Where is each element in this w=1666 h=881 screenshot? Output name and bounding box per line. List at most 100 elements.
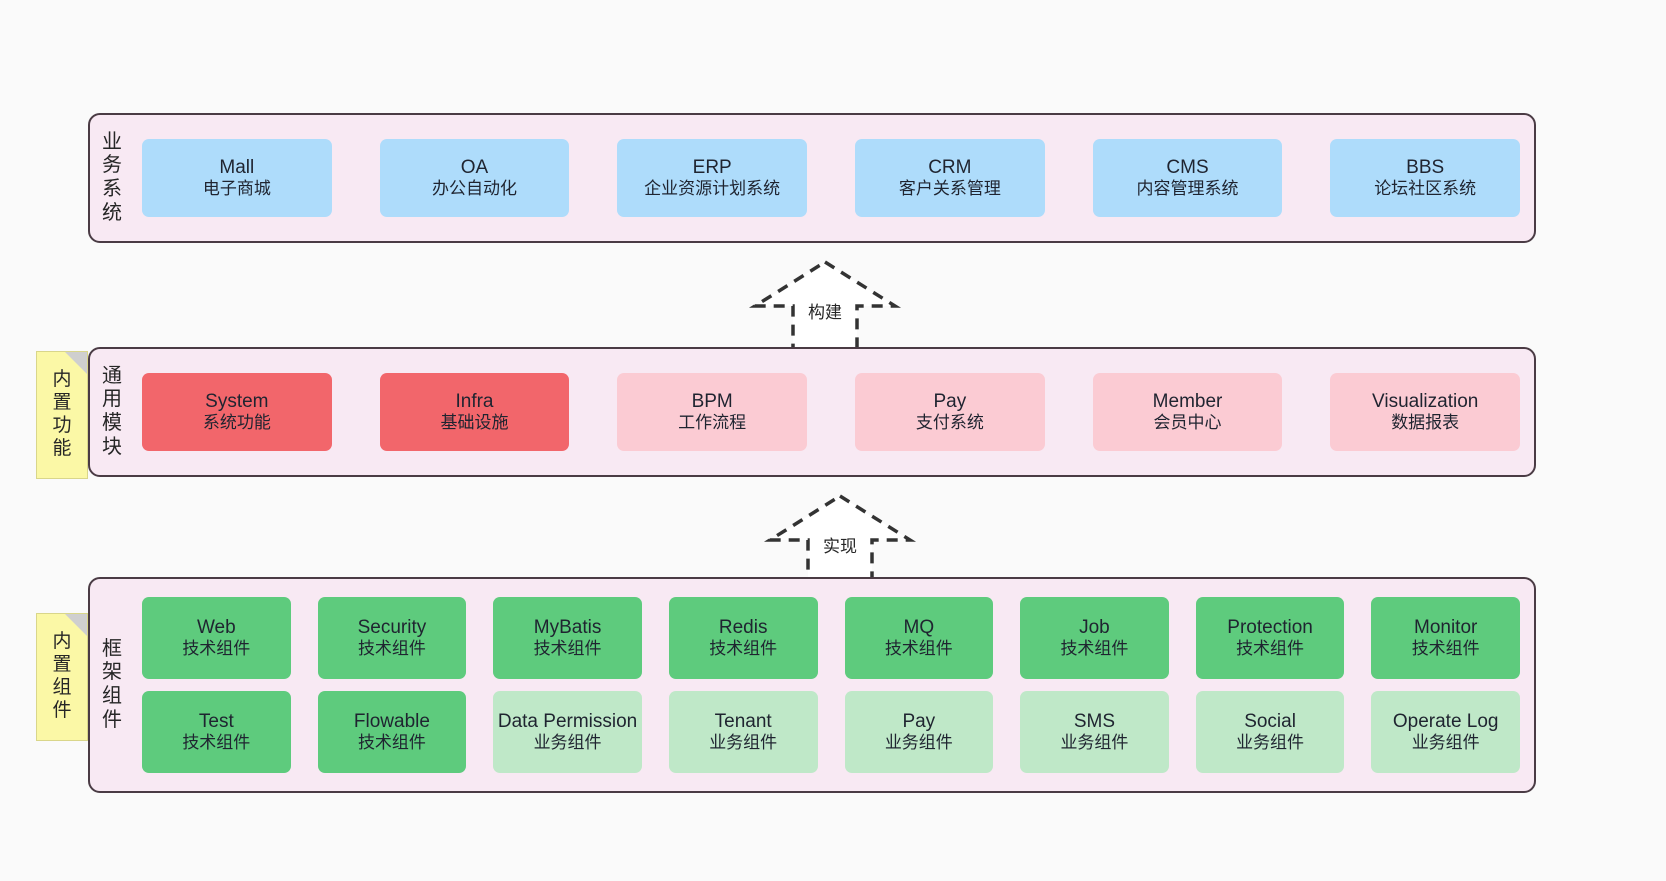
node-bpm[interactable]: BPM 工作流程 bbox=[617, 373, 808, 451]
node-title: Pay bbox=[902, 711, 936, 733]
layer-business-systems: 业 务 系 统 Mall 电子商城 OA 办公自动化 ERP 企业资源计划系统 bbox=[88, 113, 1536, 243]
node-title: BPM bbox=[691, 391, 733, 413]
folded-corner-icon bbox=[65, 352, 87, 374]
node-flowable[interactable]: Flowable 技术组件 bbox=[317, 691, 467, 773]
node-oa[interactable]: OA 办公自动化 bbox=[379, 139, 570, 217]
node-title: Protection bbox=[1227, 617, 1313, 639]
node-test[interactable]: Test 技术组件 bbox=[142, 691, 291, 773]
node-visualization[interactable]: Visualization 数据报表 bbox=[1330, 373, 1521, 451]
node-title: Tenant bbox=[714, 711, 772, 733]
node-subtitle: 系统功能 bbox=[202, 413, 271, 433]
node-security[interactable]: Security 技术组件 bbox=[317, 597, 467, 679]
layer-framework-title: 框 架 组 件 bbox=[90, 579, 134, 791]
note-builtin-features: 内 置 功 能 bbox=[36, 351, 88, 479]
layer-common-body: System 系统功能 Infra 基础设施 BPM 工作流程 Pay 支付系统… bbox=[134, 349, 1534, 475]
node-title: CMS bbox=[1166, 157, 1209, 179]
node-subtitle: 工作流程 bbox=[678, 413, 747, 433]
layer-title-char: 框 bbox=[102, 637, 122, 660]
node-title: Monitor bbox=[1414, 617, 1478, 639]
node-monitor[interactable]: Monitor 技术组件 bbox=[1371, 597, 1520, 679]
node-subtitle: 技术组件 bbox=[357, 733, 426, 753]
note-char: 组 bbox=[52, 677, 72, 698]
node-subtitle: 技术组件 bbox=[357, 639, 426, 659]
node-title: Pay bbox=[933, 391, 967, 413]
layer-framework-body: Web 技术组件 Security 技术组件 MyBatis 技术组件 Redi… bbox=[134, 579, 1534, 791]
node-sms[interactable]: SMS 业务组件 bbox=[1020, 691, 1169, 773]
node-title: Test bbox=[198, 711, 234, 733]
node-title: Visualization bbox=[1372, 391, 1479, 413]
layer-title-char: 通 bbox=[102, 364, 122, 387]
node-subtitle: 技术组件 bbox=[533, 639, 602, 659]
node-pay-module[interactable]: Pay 支付系统 bbox=[855, 373, 1045, 451]
node-cms[interactable]: CMS 内容管理系统 bbox=[1092, 139, 1283, 217]
node-bbs[interactable]: BBS 论坛社区系统 bbox=[1330, 139, 1521, 217]
node-subtitle: 数据报表 bbox=[1391, 413, 1460, 433]
node-tenant[interactable]: Tenant 业务组件 bbox=[668, 691, 818, 773]
layer-title-char: 块 bbox=[102, 435, 122, 458]
node-subtitle: 论坛社区系统 bbox=[1374, 179, 1477, 199]
node-protection[interactable]: Protection 技术组件 bbox=[1195, 597, 1345, 679]
node-subtitle: 技术组件 bbox=[1236, 639, 1305, 659]
node-title: Job bbox=[1079, 617, 1110, 639]
node-row: System 系统功能 Infra 基础设施 BPM 工作流程 Pay 支付系统… bbox=[142, 373, 1521, 451]
node-subtitle: 电子商城 bbox=[202, 179, 271, 199]
node-subtitle: 内容管理系统 bbox=[1136, 179, 1239, 199]
node-subtitle: 业务组件 bbox=[1411, 733, 1480, 753]
node-title: System bbox=[205, 391, 269, 413]
node-mq[interactable]: MQ 技术组件 bbox=[844, 597, 994, 679]
node-title: ERP bbox=[692, 157, 732, 179]
layer-title-char: 务 bbox=[102, 154, 122, 177]
node-title: Infra bbox=[455, 391, 494, 413]
node-data-permission[interactable]: Data Permission 业务组件 bbox=[493, 691, 642, 773]
node-member[interactable]: Member 会员中心 bbox=[1092, 373, 1283, 451]
note-char: 内 bbox=[52, 631, 72, 653]
note-char: 置 bbox=[52, 654, 72, 676]
node-row: Test 技术组件 Flowable 技术组件 Data Permission … bbox=[142, 691, 1520, 773]
layer-title-char: 组 bbox=[102, 685, 122, 707]
node-mybatis[interactable]: MyBatis 技术组件 bbox=[493, 597, 642, 679]
node-subtitle: 技术组件 bbox=[182, 733, 251, 753]
node-row: Web 技术组件 Security 技术组件 MyBatis 技术组件 Redi… bbox=[142, 597, 1520, 679]
node-infra[interactable]: Infra 基础设施 bbox=[379, 373, 570, 451]
layer-title-char: 架 bbox=[102, 661, 122, 684]
node-title: Flowable bbox=[353, 711, 430, 733]
layer-title-char: 系 bbox=[102, 178, 122, 200]
connector-build-label: 构建 bbox=[808, 303, 842, 322]
node-subtitle: 业务组件 bbox=[1060, 733, 1129, 753]
node-social[interactable]: Social 业务组件 bbox=[1195, 691, 1345, 773]
layer-title-char: 模 bbox=[102, 412, 122, 434]
node-title: MQ bbox=[903, 617, 935, 639]
layer-title-char: 统 bbox=[102, 201, 122, 224]
node-subtitle: 技术组件 bbox=[1411, 639, 1480, 659]
node-subtitle: 业务组件 bbox=[884, 733, 953, 753]
node-title: Security bbox=[357, 617, 427, 639]
node-subtitle: 会员中心 bbox=[1153, 413, 1222, 433]
layer-business-title: 业 务 系 统 bbox=[90, 115, 134, 241]
node-web[interactable]: Web 技术组件 bbox=[142, 597, 291, 679]
note-char: 能 bbox=[52, 437, 72, 459]
node-subtitle: 技术组件 bbox=[1060, 639, 1129, 659]
node-redis[interactable]: Redis 技术组件 bbox=[668, 597, 818, 679]
node-title: Operate Log bbox=[1392, 711, 1499, 733]
node-subtitle: 技术组件 bbox=[709, 639, 778, 659]
node-title: OA bbox=[460, 157, 489, 179]
layer-business-body: Mall 电子商城 OA 办公自动化 ERP 企业资源计划系统 CRM 客户关系… bbox=[134, 115, 1534, 241]
node-subtitle: 技术组件 bbox=[182, 639, 251, 659]
layer-title-char: 件 bbox=[102, 708, 122, 731]
node-title: MyBatis bbox=[533, 617, 602, 639]
node-subtitle: 客户关系管理 bbox=[898, 179, 1001, 199]
node-subtitle: 技术组件 bbox=[884, 639, 953, 659]
node-mall[interactable]: Mall 电子商城 bbox=[142, 139, 332, 217]
node-erp[interactable]: ERP 企业资源计划系统 bbox=[617, 139, 808, 217]
node-system[interactable]: System 系统功能 bbox=[142, 373, 332, 451]
note-builtin-components: 内 置 组 件 bbox=[36, 613, 88, 741]
node-title: Social bbox=[1244, 711, 1296, 733]
node-operate-log[interactable]: Operate Log 业务组件 bbox=[1371, 691, 1520, 773]
node-job[interactable]: Job 技术组件 bbox=[1020, 597, 1169, 679]
node-title: BBS bbox=[1406, 157, 1445, 179]
node-subtitle: 业务组件 bbox=[533, 733, 602, 753]
node-title: CRM bbox=[928, 157, 972, 179]
node-pay-component[interactable]: Pay 业务组件 bbox=[844, 691, 994, 773]
node-crm[interactable]: CRM 客户关系管理 bbox=[855, 139, 1045, 217]
